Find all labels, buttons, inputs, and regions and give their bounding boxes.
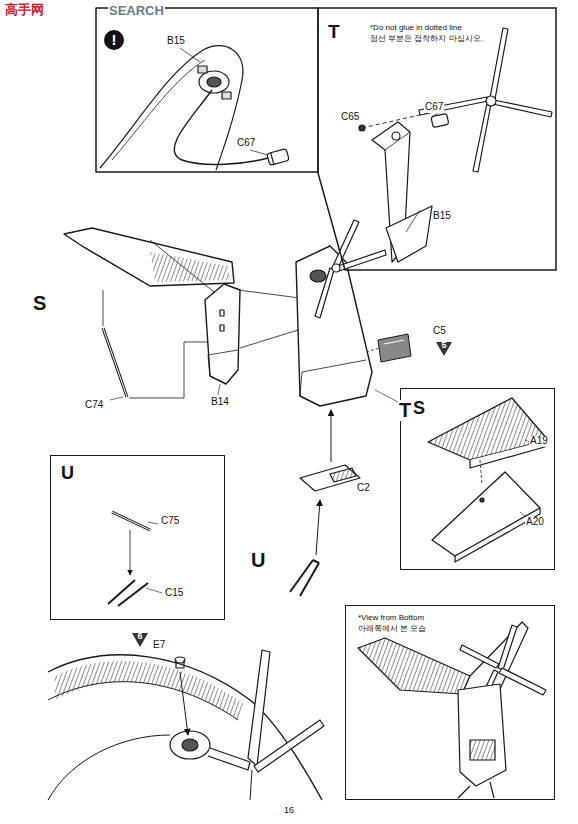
part-number: B14 (210, 397, 230, 408)
panel-letter: S (413, 399, 425, 419)
part-number: C15 (164, 588, 184, 599)
callout-panel: U (50, 455, 225, 620)
part-number: C67 (424, 102, 444, 113)
part-number: C74 (84, 400, 104, 411)
note-text: 아래쪽에서 본 모습 (358, 625, 426, 634)
panel-letter: U (61, 464, 74, 484)
panel-letter: ! (104, 32, 124, 49)
panel-outline (318, 8, 556, 270)
part-number: C67 (236, 138, 256, 149)
part-number: C5 (432, 326, 447, 337)
step-marker: 6 (132, 633, 148, 647)
watermark: 高手网 (4, 3, 45, 17)
part-number: U (250, 550, 266, 571)
part-number: C2 (356, 483, 371, 494)
part-number: B15 (432, 211, 452, 222)
note-text: *Do not glue in dotted line (370, 24, 462, 33)
callout-panel: S (400, 388, 555, 570)
part-number: T (398, 400, 412, 421)
part-number: E7 (152, 640, 166, 651)
caution-icon: ! (104, 30, 124, 50)
part-number: A20 (525, 517, 545, 528)
step-marker: 5 (436, 342, 452, 356)
callout-panel: T *Do not glue in dotted line 점선 부분은 접착하지 … (318, 8, 556, 270)
panel-letter: T (328, 22, 340, 43)
watermark: SEARCH (108, 4, 165, 18)
note-text: 5 (436, 341, 452, 351)
note-text: 6 (132, 632, 148, 642)
part-number: C65 (340, 112, 360, 123)
part-number: A19 (529, 436, 549, 447)
part-number: C75 (160, 516, 180, 527)
page-number: 16 (283, 806, 295, 815)
note-text: 점선 부분은 접착하지 마십시오. (370, 35, 483, 44)
part-number: S (32, 293, 47, 314)
note-text: *View from Bottom (358, 614, 424, 623)
callout-panel: *View from Bottom 아래쪽에서 본 모습 (345, 605, 555, 800)
part-number: B15 (166, 36, 186, 47)
